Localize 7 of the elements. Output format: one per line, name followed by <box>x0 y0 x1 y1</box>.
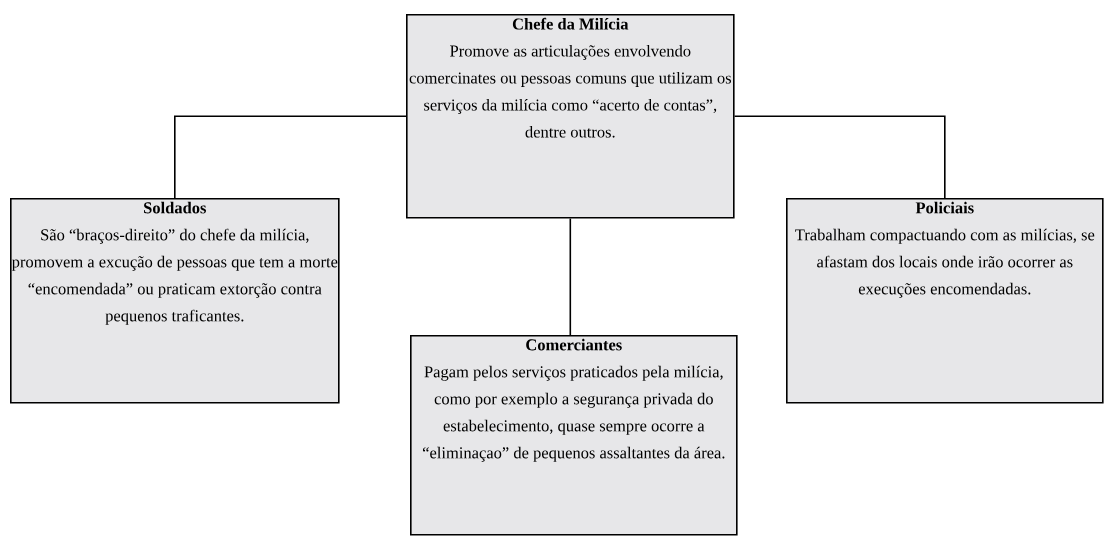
org-box: Soldados São “braços-direito” do chefe da milícia, promovem a excução de pessoas que tem a morte “encomendada” ou praticam extorção contra pequenos traficantes. <box>10 198 340 404</box>
org-box: Policiais Trabalham compactuando com as milícias, se afastam dos locais onde irão ocorrer as execuções encomendadas. <box>786 198 1104 404</box>
connector-line <box>733 115 946 199</box>
connector-line <box>569 217 572 336</box>
connector-line <box>174 115 407 199</box>
org-box: Chefe da Milícia Promove as articulações envolvendo comercinates ou pessoas comuns que utilizam os serviços da milícia como “acerto de contas”, dentre outros. <box>406 14 735 219</box>
org-box: Comerciantes Pagam pelos serviços praticados pela milícia, como por exemplo a segurança privada do estabelecimento, quase sempre ocorre a “eliminaçao” de pequenos assaltantes da área. <box>410 335 738 536</box>
